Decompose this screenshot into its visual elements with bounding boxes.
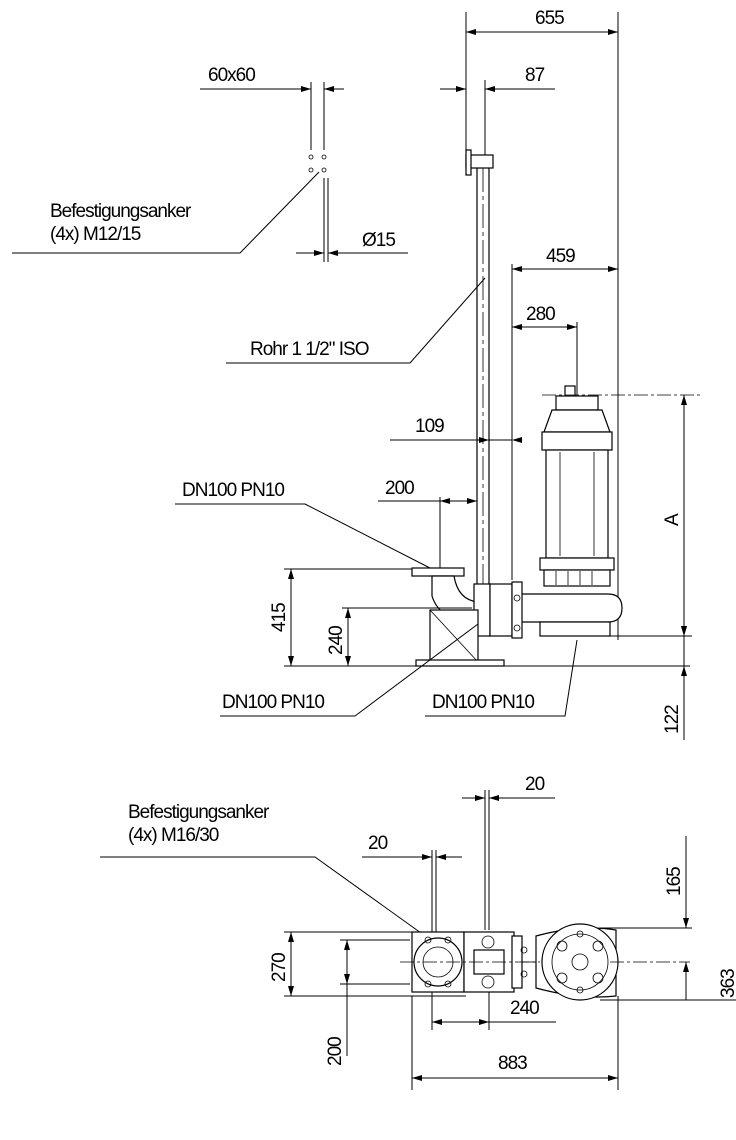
dim-270-label: 270 xyxy=(269,953,290,982)
anchor-holes xyxy=(308,154,329,262)
plan-anchor-spec-label: (4x) M16/30 xyxy=(128,825,219,846)
flange-right-label: DN100 PN10 xyxy=(432,692,534,713)
dim-415-label: 415 xyxy=(269,603,290,632)
dim-240-elev-label: 240 xyxy=(326,626,347,655)
dim-363-label: 363 xyxy=(718,969,736,998)
dim-200-plan-label: 200 xyxy=(325,1037,346,1066)
duckfoot-bend xyxy=(411,567,523,667)
dim-60x60: 60x60 xyxy=(200,65,344,150)
dim-270: 270 xyxy=(269,931,466,997)
dim-883-label: 883 xyxy=(498,1053,527,1074)
pump-body xyxy=(517,385,700,637)
dim-459: 459 xyxy=(511,246,618,580)
pipe-callout: Rohr 1 1/2" ISO xyxy=(226,277,486,364)
flange-left-label: DN100 PN10 xyxy=(222,692,324,713)
dim-dia15: Ø15 xyxy=(296,230,408,256)
dim-20-left: 20 xyxy=(362,833,462,932)
dim-459-label: 459 xyxy=(546,246,575,267)
dim-87-label: 87 xyxy=(525,65,545,86)
dim-200-elev-label: 200 xyxy=(385,478,414,499)
dim-122: 122 xyxy=(662,626,687,740)
dim-200-plan: 200 xyxy=(325,939,410,1066)
dim-363: 363 xyxy=(600,962,736,1001)
dim-165: 165 xyxy=(600,836,692,929)
anchor-spec-label: (4x) M12/15 xyxy=(50,224,141,245)
dim-109: 109 xyxy=(390,416,522,443)
dim-20-top: 20 xyxy=(462,774,555,930)
dim-165-label: 165 xyxy=(664,867,685,896)
elevation-view: 655 87 60x60 xyxy=(12,8,700,740)
dim-240-plan: 240 xyxy=(431,992,556,1030)
dim-200-elev: 200 xyxy=(378,478,477,568)
dim-20-top-label: 20 xyxy=(525,774,545,795)
dim-122-label: 122 xyxy=(662,705,683,734)
dim-415: 415 xyxy=(269,568,412,666)
flange-right-callout: DN100 PN10 xyxy=(425,639,578,717)
flange-top-label: DN100 PN10 xyxy=(182,480,284,501)
dim-109-label: 109 xyxy=(415,416,444,437)
dim-240-elev: 240 xyxy=(326,607,472,666)
pipe-label: Rohr 1 1/2" ISO xyxy=(250,339,369,360)
guide-pipe xyxy=(465,149,494,592)
flange-left-callout: DN100 PN10 xyxy=(220,623,479,717)
dim-883: 883 xyxy=(411,996,619,1090)
dim-dia15-label: Ø15 xyxy=(362,230,395,251)
dim-655-label: 655 xyxy=(535,8,564,29)
dim-655: 655 xyxy=(465,8,619,640)
dim-280: 280 xyxy=(512,304,578,395)
plan-parts xyxy=(400,923,690,1001)
dim-240-plan-label: 240 xyxy=(510,998,539,1019)
dim-A: A xyxy=(610,395,692,637)
plan-anchor-callout: Befestigungsanker (4x) M16/30 xyxy=(100,802,429,939)
plan-view: 20 20 Befestigungsanker (4x) M16/30 xyxy=(100,774,736,1090)
dim-A-label: A xyxy=(662,513,683,526)
anchor-callout: Befestigungsanker (4x) M12/15 xyxy=(12,171,320,254)
dim-60x60-label: 60x60 xyxy=(208,65,255,86)
dim-20-left-label: 20 xyxy=(368,833,388,854)
plan-anchor-title-label: Befestigungsanker xyxy=(128,802,270,823)
dim-87: 87 xyxy=(440,65,555,160)
dim-280-label: 280 xyxy=(526,304,555,325)
anchor-title-label: Befestigungsanker xyxy=(50,201,192,222)
flange-top-callout: DN100 PN10 xyxy=(175,480,431,569)
